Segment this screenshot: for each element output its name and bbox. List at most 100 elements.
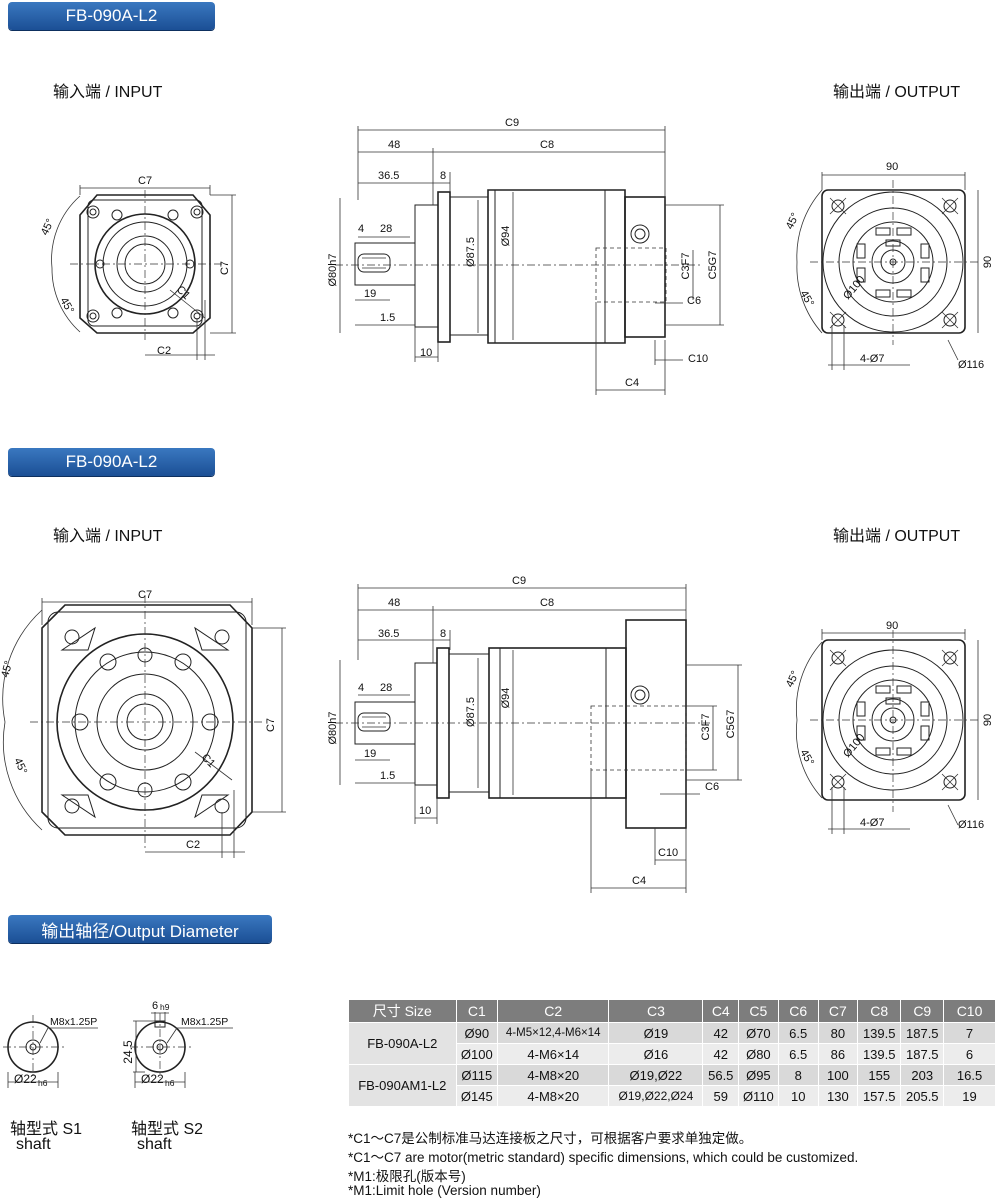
note-line: *M1:极限孔(版本号) <box>348 1169 466 1184</box>
table-cell: 203 <box>900 1064 945 1086</box>
dim-10: 10 <box>419 805 431 817</box>
table-cell: 4-M6×14 <box>497 1043 610 1065</box>
dim-c7: C7 <box>219 261 231 275</box>
dim-c8: C8 <box>540 139 554 151</box>
dim-c10: C10 <box>658 847 678 859</box>
dim-90: 90 <box>886 161 898 173</box>
table-cell: 8 <box>777 1064 819 1086</box>
table-row: Ø100 4-M6×14 Ø16 42 Ø80 6.5 86 139.5 187… <box>349 1043 996 1065</box>
dia-tol-label: h6 <box>38 1078 48 1088</box>
table-cell: 56.5 <box>702 1064 740 1086</box>
dim-c3f7: C3F7 <box>680 253 692 280</box>
thread-label: M8x1.25P <box>50 1016 97 1028</box>
table-cell: 86 <box>817 1043 858 1065</box>
table-cell: Ø80 <box>738 1043 779 1065</box>
table-cell: 80 <box>817 1022 858 1044</box>
table-header-cell: C8 <box>856 999 902 1023</box>
input-label: 输入端 / INPUT <box>53 528 163 545</box>
table-cell: 6.5 <box>777 1043 819 1065</box>
dim-1-5: 1.5 <box>380 312 395 324</box>
thread-label: M8x1.25P <box>181 1016 228 1028</box>
dim-28: 28 <box>380 682 392 694</box>
table-cell: 187.5 <box>900 1022 945 1044</box>
table-cell: 139.5 <box>856 1022 902 1044</box>
dim-19: 19 <box>364 288 376 300</box>
note-line: *C1～C7是公制标准马达连接板之尺寸，可根据客户要求单独定做。 <box>348 1131 753 1146</box>
table-header-cell: C7 <box>817 999 858 1023</box>
table-cell: 4-M5×12,4-M6×14 <box>497 1022 610 1044</box>
section-title-banner: FB-090A-L2 <box>8 448 215 476</box>
dim-d94: Ø94 <box>500 226 512 247</box>
dim-d94: Ø94 <box>500 688 512 709</box>
input-end-view-drawing: C7 C7 45° 45° C1 C2 <box>0 589 286 858</box>
dia-label: Ø22 <box>14 1072 37 1086</box>
dim-c8: C8 <box>540 597 554 609</box>
dia-tol-label: h6 <box>165 1078 175 1088</box>
table-cell: Ø110 <box>738 1085 779 1107</box>
output-end-view-drawing: 90 90 45° 45° Ø100 4-Ø7 Ø116 <box>784 161 994 371</box>
output-diameter-banner: 输出轴径/Output Diameter <box>8 915 272 943</box>
height-label: 24.5 <box>121 1040 135 1064</box>
dim-d87-5: Ø87.5 <box>465 697 477 727</box>
dim-8: 8 <box>440 628 446 640</box>
table-header-cell: 尺寸 Size <box>348 999 457 1023</box>
dim-d116: Ø116 <box>958 359 984 371</box>
table-row: FB-090A-L2 Ø90 4-M5×12,4-M6×14 Ø19 42 Ø7… <box>348 1022 996 1065</box>
table-header-cell: C5 <box>738 999 779 1023</box>
dim-1-5: 1.5 <box>380 770 395 782</box>
dim-c7: C7 <box>265 718 277 732</box>
dim-c10: C10 <box>688 353 708 365</box>
table-row: FB-090AM1-L2 Ø115 4-M8×20 Ø19,Ø22 56.5 Ø… <box>348 1064 996 1107</box>
dim-45deg: 45° <box>0 660 15 679</box>
shaft-s1-name: 轴型式 S1 <box>10 1121 83 1138</box>
side-view-drawing: C9 48 C8 36.5 8 4 28 Ø80h7 19 1.5 10 Ø87… <box>327 117 724 395</box>
table-cell: Ø19 <box>608 1022 704 1044</box>
section-title-banner: FB-090A-L2 <box>8 2 215 30</box>
dim-d87-5: Ø87.5 <box>465 237 477 267</box>
dim-90: 90 <box>982 714 994 726</box>
table-cell: Ø115 <box>455 1064 499 1086</box>
dim-c5g7: C5G7 <box>725 710 737 739</box>
output-label: 输出端 / OUTPUT <box>833 528 961 545</box>
table-cell: 6 <box>943 1043 996 1065</box>
dim-d116: Ø116 <box>958 819 984 831</box>
table-cell: Ø19,Ø22,Ø24 <box>608 1085 704 1107</box>
table-cell: 157.5 <box>856 1085 902 1107</box>
dim-90: 90 <box>982 256 994 268</box>
dim-c2: C2 <box>157 345 171 357</box>
table-header-cell: C1 <box>455 999 499 1023</box>
table-cell: Ø16 <box>608 1043 704 1065</box>
dim-36-5: 36.5 <box>378 628 399 640</box>
table-cell: 100 <box>817 1064 858 1086</box>
model-cell: FB-090A-L2 <box>348 1022 457 1065</box>
dim-c5g7: C5G7 <box>707 251 719 280</box>
dim-48: 48 <box>388 139 400 151</box>
table-cell: 16.5 <box>943 1064 996 1086</box>
table-header-row: 尺寸 Size C1 C2 C3 C4 C5 C6 C7 C8 C9 C10 <box>348 999 996 1023</box>
dim-36-5: 36.5 <box>378 170 399 182</box>
dim-8: 8 <box>440 170 446 182</box>
table-cell: 59 <box>702 1085 740 1107</box>
output-label: 输出端 / OUTPUT <box>833 84 961 101</box>
model-cell: FB-090AM1-L2 <box>348 1064 457 1107</box>
dim-c7: C7 <box>138 589 152 601</box>
table-header-cell: C2 <box>497 999 610 1023</box>
dim-4-d7: 4-Ø7 <box>860 817 884 829</box>
side-view-drawing: C9 48 C8 36.5 8 4 28 Ø80h7 19 1.5 10 Ø87… <box>327 575 742 893</box>
note-line: *C1～C7 are motor(metric standard) specif… <box>348 1150 859 1165</box>
dim-28: 28 <box>380 223 392 235</box>
table-cell: Ø19,Ø22 <box>608 1064 704 1086</box>
table-cell: 6.5 <box>777 1022 819 1044</box>
dim-c4: C4 <box>632 875 646 887</box>
key-tol-label: h9 <box>160 1002 170 1012</box>
dim-90: 90 <box>886 620 898 632</box>
dim-d80h7: Ø80h7 <box>327 711 339 744</box>
table-header-cell: C3 <box>608 999 704 1023</box>
dim-c9: C9 <box>512 575 526 587</box>
table-cell: Ø95 <box>738 1064 779 1086</box>
table-header-cell: C4 <box>702 999 740 1023</box>
dim-c7: C7 <box>138 175 152 187</box>
table-cell: 130 <box>817 1085 858 1107</box>
shaft-s2-en: shaft <box>137 1136 172 1153</box>
table-header-cell: C6 <box>777 999 819 1023</box>
